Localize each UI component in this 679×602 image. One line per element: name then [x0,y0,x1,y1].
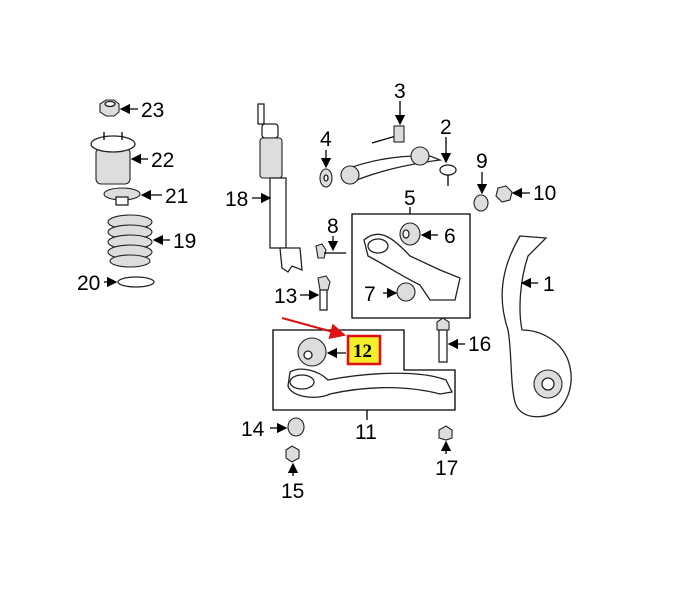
nut-part-15 [285,445,300,463]
group-box-5 [351,213,471,319]
callout-18[interactable]: 18 [225,188,248,211]
callout-4[interactable]: 4 [320,128,332,151]
group-box-11 [272,329,456,411]
callout-3[interactable]: 3 [394,80,406,103]
callout-19[interactable]: 19 [173,230,196,253]
callout-22[interactable]: 22 [151,149,174,172]
callout-1[interactable]: 1 [543,273,555,296]
callout-6[interactable]: 6 [444,225,456,248]
callout-13[interactable]: 13 [274,285,297,308]
washer-part-9 [473,194,489,212]
coil-spring-part-19 [107,214,153,268]
nut-part-23 [99,99,120,117]
cam-washer-part-4 [319,168,333,188]
callout-8[interactable]: 8 [327,215,339,238]
strut-mount-part-22 [90,132,136,185]
callout-23[interactable]: 23 [141,99,164,122]
callout-20[interactable]: 20 [77,272,100,295]
callout-21[interactable]: 21 [165,185,188,208]
highlight-box-12 [346,334,382,366]
callout-7[interactable]: 7 [364,283,376,306]
callout-15[interactable]: 15 [281,480,304,503]
nut-part-17 [438,425,453,441]
bushing-part-6 [399,222,421,246]
callout-10[interactable]: 10 [533,182,556,205]
leader-arrows [104,101,538,476]
bolt-part-3 [371,125,405,144]
bushing-part-14 [287,417,305,437]
bolt-part-13 [317,275,331,311]
bushing-part-7 [396,282,416,302]
bolt-part-8 [315,243,346,259]
upper-control-arm-part-2 [340,146,457,186]
callout-14[interactable]: 14 [241,418,265,441]
callout-17[interactable]: 17 [435,457,458,480]
steering-knuckle-part-1 [501,235,572,418]
nut-part-10 [495,185,513,203]
spring-seat-part-21 [103,187,141,206]
highlight-pointer-arrow [281,317,346,340]
callout-9[interactable]: 9 [476,150,488,173]
lower-arm-part-11 [287,368,453,398]
callout-2[interactable]: 2 [440,116,452,139]
callout-12-highlighted[interactable]: 12 [353,341,372,362]
lower-arm-part-5 [363,233,461,301]
callout-11[interactable]: 11 [355,421,377,444]
shock-absorber-part-18 [257,103,303,273]
bolt-part-16 [436,317,450,363]
bushing-part-12 [297,337,327,367]
callout-16[interactable]: 16 [468,333,491,356]
insulator-part-20 [117,276,155,288]
callout-5[interactable]: 5 [404,187,416,210]
